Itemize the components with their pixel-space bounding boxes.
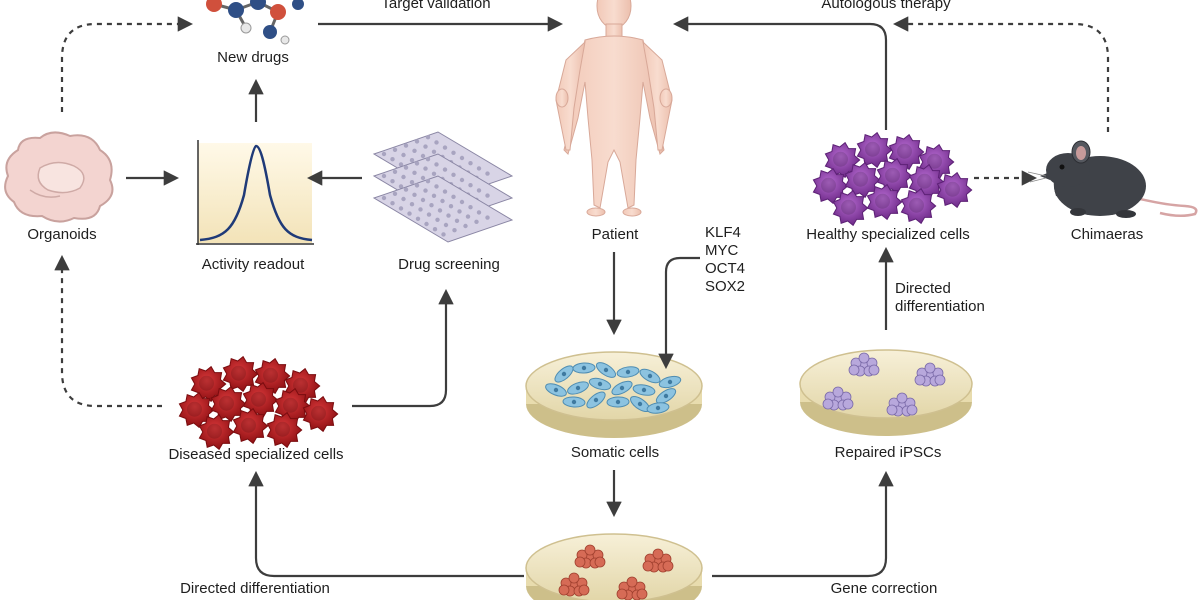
drug-screening-plates-icon <box>372 131 514 243</box>
label-directed-line1: Directed <box>895 280 951 297</box>
label-gene-correction: Gene correction <box>830 580 938 597</box>
molecule-icon <box>206 0 304 45</box>
ipsc-dish <box>525 533 703 605</box>
label-chimaeras: Chimaeras <box>1070 226 1144 243</box>
label-target-validation: Target validation <box>381 0 491 12</box>
repaired-ipsc-dish <box>799 349 973 436</box>
organoid-icon <box>4 131 114 223</box>
mouse-icon <box>1027 140 1198 218</box>
label-autologous-therapy: Autologous therapy <box>821 0 951 12</box>
activity-readout-graph <box>196 140 314 245</box>
arrow-ipsc-to-diseased <box>248 470 524 578</box>
reprogramming-factors-list: KLF4 MYC OCT4 SOX2 <box>705 224 745 296</box>
patient-figure-icon <box>555 0 673 217</box>
arrow-diseased-to-organoids <box>54 254 162 408</box>
arrow-chimaeras-to-autologous <box>892 16 1110 132</box>
label-differentiation-line2: differentiation <box>895 298 985 315</box>
label-activity-readout: Activity readout <box>201 256 305 273</box>
somatic-cells-dish <box>525 351 703 438</box>
label-drug-screening: Drug screening <box>398 256 500 273</box>
healthy-cells-cluster <box>812 131 973 227</box>
label-repaired-ipscs: Repaired iPSCs <box>834 444 942 461</box>
factor-myc: MYC <box>705 242 739 259</box>
arrow-diseased-to-screening <box>352 288 454 408</box>
label-directed-differentiation-right: Directed differentiation <box>895 280 985 316</box>
arrow-ipsc-to-repaired <box>712 470 894 578</box>
factor-oct4: OCT4 <box>705 260 746 277</box>
label-organoids: Organoids <box>27 226 97 243</box>
arrow-factors-to-dish <box>658 256 700 370</box>
label-directed-differentiation-bottom: Directed differentiation <box>180 580 330 597</box>
label-new-drugs: New drugs <box>217 49 289 66</box>
label-healthy-cells: Healthy specialized cells <box>806 226 970 243</box>
factor-sox2: SOX2 <box>705 278 746 295</box>
factor-klf4: KLF4 <box>705 224 741 241</box>
diseased-cells-cluster <box>178 355 339 451</box>
label-somatic-cells: Somatic cells <box>570 444 660 461</box>
label-diseased-cells: Diseased specialized cells <box>168 446 344 463</box>
label-patient: Patient <box>591 226 639 243</box>
arrow-organoids-to-new-drugs <box>60 16 194 112</box>
arrow-autologous-therapy <box>672 16 888 130</box>
